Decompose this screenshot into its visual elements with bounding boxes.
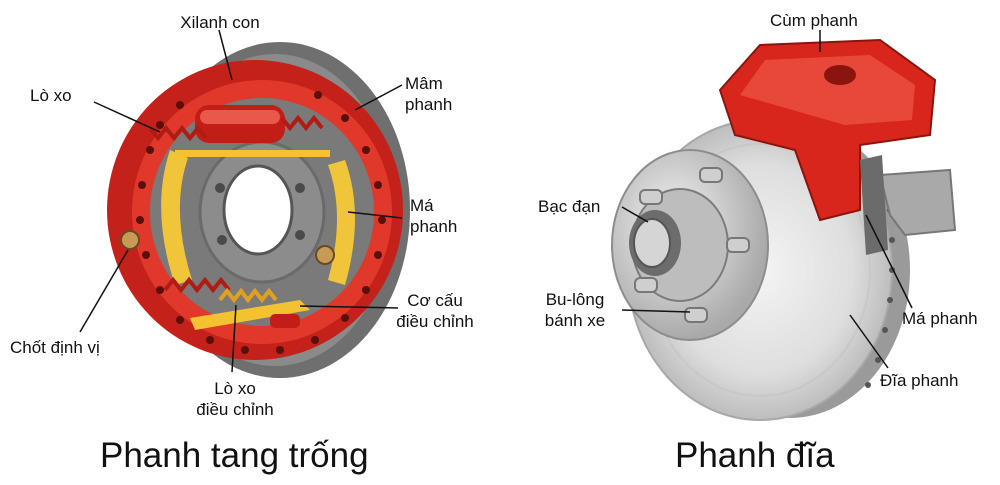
drum-brake-title: Phanh tang trống bbox=[100, 436, 369, 475]
label-rotor: Đĩa phanh bbox=[880, 371, 959, 390]
strut-bar bbox=[175, 150, 330, 157]
rim-rivets bbox=[136, 91, 386, 354]
label-brake-pad: Má phanh bbox=[902, 309, 978, 328]
label-bearing: Bạc đạn bbox=[538, 197, 601, 216]
disc-brake-title: Phanh đĩa bbox=[675, 436, 835, 475]
top-spring bbox=[148, 124, 208, 142]
brake-pad bbox=[860, 155, 888, 255]
label-adjuster: Cơ cấu điều chỉnh bbox=[396, 291, 474, 331]
label-hold-down-pin: Chốt định vị bbox=[10, 338, 100, 357]
caliper-bracket bbox=[878, 168, 957, 237]
label-spring: Lò xo bbox=[30, 86, 72, 105]
label-wheel-bolt: Bu-lông bánh xe bbox=[544, 290, 606, 330]
hold-down-pin-left bbox=[120, 230, 140, 250]
wheel-bolts bbox=[634, 167, 750, 323]
label-adjuster-spring: Lò xo điều chỉnh bbox=[196, 379, 274, 419]
brake-shoe-left bbox=[161, 150, 192, 285]
adjuster-lever bbox=[190, 300, 310, 330]
label-backing-plate: Mâm phanh bbox=[405, 74, 453, 114]
label-caliper: Cùm phanh bbox=[770, 11, 858, 30]
disc-leader-lines bbox=[621, 30, 913, 369]
disc-brake-illustration bbox=[611, 38, 957, 421]
hold-down-pin-right bbox=[315, 245, 335, 265]
drum-brake-illustration bbox=[107, 42, 410, 378]
label-brake-shoe: Má phanh bbox=[410, 196, 458, 236]
drum-leader-lines bbox=[79, 29, 403, 373]
label-wheel-cylinder: Xilanh con bbox=[180, 13, 260, 32]
adjuster-spring bbox=[163, 276, 231, 294]
